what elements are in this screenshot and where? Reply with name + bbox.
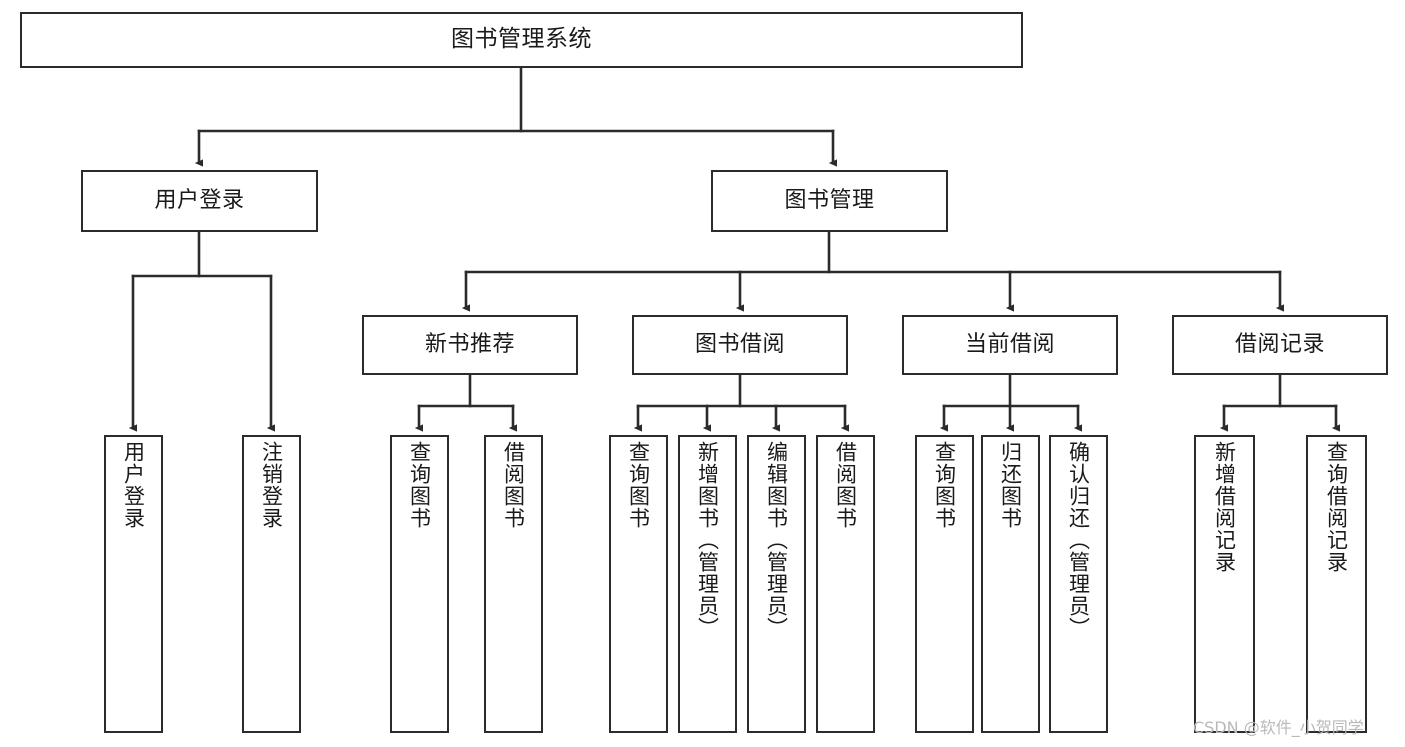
node-label: 新增借阅记录	[1212, 441, 1237, 573]
node-borrow-record[interactable]: 借阅记录	[1172, 315, 1388, 375]
node-label: 查询图书	[407, 441, 432, 529]
node-label: 借阅图书	[833, 441, 858, 529]
node-label: 当前借阅	[964, 332, 1055, 358]
node-label: 借阅图书	[501, 441, 526, 529]
node-label: 确认归还（管理员）	[1066, 441, 1091, 639]
leaf-borrow-book[interactable]: 借阅图书	[816, 435, 875, 733]
node-label: 图书借阅	[694, 332, 785, 358]
leaf-add-book-admin[interactable]: 新增图书（管理员）	[678, 435, 737, 733]
node-label: 借阅记录	[1234, 332, 1325, 358]
leaf-edit-book-admin[interactable]: 编辑图书（管理员）	[747, 435, 806, 733]
leaf-return-book[interactable]: 归还图书	[981, 435, 1040, 733]
node-label: 新增图书（管理员）	[695, 441, 720, 639]
leaf-user-login[interactable]: 用户登录	[104, 435, 163, 733]
node-current-borrow[interactable]: 当前借阅	[902, 315, 1118, 375]
node-root-system[interactable]: 图书管理系统	[20, 12, 1023, 68]
node-book-management[interactable]: 图书管理	[711, 170, 948, 232]
node-label: 图书管理	[784, 188, 875, 214]
watermark-text: CSDN @软件_小贺同学	[1193, 718, 1364, 737]
node-label: 查询图书	[626, 441, 651, 529]
leaf-add-borrow-record[interactable]: 新增借阅记录	[1194, 435, 1255, 733]
leaf-query-book-new[interactable]: 查询图书	[390, 435, 449, 733]
leaf-query-borrow-record[interactable]: 查询借阅记录	[1306, 435, 1367, 733]
node-new-book-recommend[interactable]: 新书推荐	[362, 315, 578, 375]
node-book-borrow[interactable]: 图书借阅	[632, 315, 848, 375]
node-label: 新书推荐	[424, 332, 515, 358]
leaf-user-logout[interactable]: 注销登录	[242, 435, 301, 733]
leaf-query-book-current[interactable]: 查询图书	[915, 435, 974, 733]
node-label: 图书管理系统	[451, 26, 592, 53]
node-label: 归还图书	[998, 441, 1023, 529]
leaf-query-book-borrow[interactable]: 查询图书	[609, 435, 668, 733]
node-label: 查询图书	[932, 441, 957, 529]
node-label: 用户登录	[154, 188, 245, 214]
node-label: 编辑图书（管理员）	[764, 441, 789, 639]
node-user-login[interactable]: 用户登录	[81, 170, 318, 232]
node-label: 注销登录	[259, 441, 284, 529]
node-label: 用户登录	[121, 441, 146, 529]
node-label: 查询借阅记录	[1324, 441, 1349, 573]
leaf-borrow-book-new[interactable]: 借阅图书	[484, 435, 543, 733]
leaf-confirm-return-admin[interactable]: 确认归还（管理员）	[1049, 435, 1108, 733]
